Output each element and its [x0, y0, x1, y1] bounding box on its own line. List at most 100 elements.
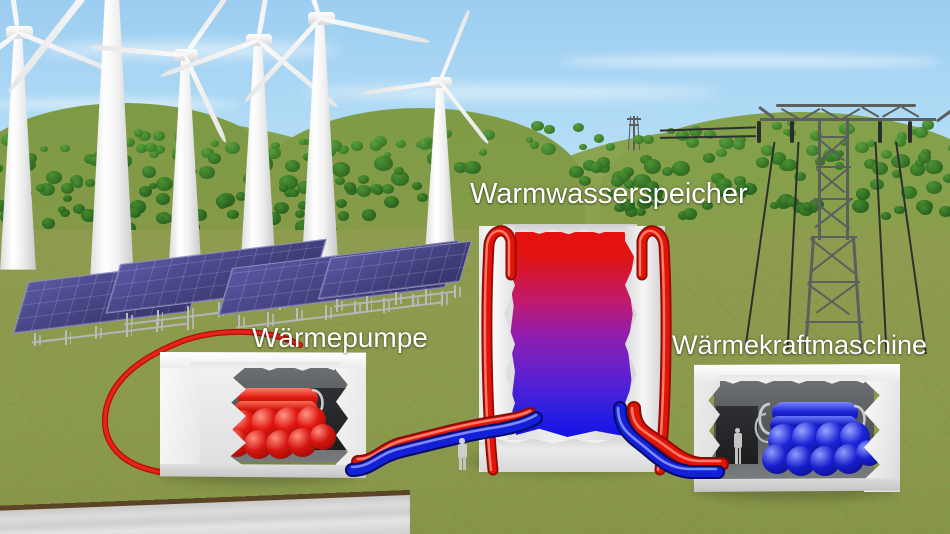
- tree: [688, 126, 702, 137]
- tree: [483, 130, 495, 140]
- tree: [156, 177, 173, 192]
- tree: [351, 141, 363, 152]
- tree: [81, 209, 97, 222]
- insulator-icon: [878, 121, 882, 143]
- tree: [145, 142, 157, 153]
- tree: [917, 152, 931, 163]
- tree: [654, 197, 665, 206]
- tree: [942, 173, 950, 184]
- pipe-run-left: [345, 407, 543, 477]
- tree: [40, 145, 49, 153]
- tree: [335, 198, 348, 209]
- tree: [89, 155, 103, 167]
- tree: [208, 153, 222, 164]
- tree: [60, 144, 70, 153]
- tree: [782, 159, 797, 172]
- tree: [541, 143, 556, 155]
- tree: [772, 121, 782, 130]
- tree: [839, 139, 848, 146]
- tree: [369, 140, 383, 151]
- power-cable-red: [102, 328, 303, 475]
- tree: [327, 140, 342, 152]
- tree: [124, 137, 136, 148]
- tree: [141, 166, 157, 179]
- label-heat-engine: Wärmekraftmaschine: [672, 330, 928, 360]
- tree: [578, 143, 587, 151]
- tree: [279, 184, 289, 192]
- tree: [625, 206, 639, 218]
- tree: [289, 188, 300, 197]
- tree: [41, 217, 56, 229]
- tree: [637, 197, 652, 209]
- tree: [925, 180, 942, 194]
- solar-array: [317, 240, 472, 320]
- person-figure: [455, 438, 469, 470]
- tree: [893, 137, 906, 148]
- tree: [454, 162, 467, 173]
- cloud: [560, 54, 940, 68]
- tree: [737, 191, 746, 199]
- tree: [273, 201, 289, 214]
- tree: [153, 131, 165, 141]
- tree: [863, 158, 877, 170]
- label-heat-pump: Wärmepumpe: [252, 322, 428, 353]
- tree: [416, 192, 428, 202]
- tree: [1, 135, 15, 146]
- tree: [786, 196, 800, 208]
- tree: [801, 201, 813, 211]
- heat-pump-building: [160, 352, 366, 478]
- tree: [417, 138, 432, 150]
- solar-array: [217, 240, 459, 336]
- tree: [427, 142, 437, 150]
- tree: [616, 169, 631, 181]
- tree: [343, 182, 357, 193]
- tree: [761, 145, 774, 156]
- tree: [271, 141, 281, 150]
- tree: [733, 176, 746, 187]
- insulator-icon: [908, 121, 912, 143]
- transmission-pylon: [742, 96, 950, 358]
- tree: [155, 193, 171, 206]
- tree: [372, 187, 383, 196]
- pressure-sphere: [310, 424, 336, 450]
- tree: [851, 199, 869, 213]
- tree: [138, 130, 151, 141]
- tree: [589, 162, 604, 174]
- tree: [331, 161, 351, 177]
- tree: [633, 134, 644, 144]
- tree: [623, 179, 636, 190]
- tree: [0, 199, 8, 211]
- tree: [303, 152, 313, 161]
- wind-turbine-group: [0, 0, 490, 298]
- tree: [685, 136, 700, 148]
- turbine-blade: [319, 15, 431, 44]
- tree: [947, 144, 950, 152]
- tree: [394, 166, 404, 175]
- tree: [881, 211, 891, 220]
- turbine-tower: [168, 60, 202, 271]
- tree: [702, 201, 714, 211]
- person-figure: [732, 428, 744, 464]
- tree: [128, 207, 142, 218]
- turbine-tower: [425, 86, 455, 252]
- tree: [356, 184, 372, 197]
- tree: [596, 156, 611, 168]
- tree: [357, 175, 369, 185]
- tree: [582, 160, 597, 172]
- tree: [390, 171, 409, 187]
- tree: [662, 167, 674, 176]
- tree: [856, 188, 871, 200]
- wind-turbine: [0, 0, 123, 270]
- tree: [383, 151, 391, 158]
- tree: [783, 128, 791, 135]
- tree: [441, 129, 453, 139]
- tree: [855, 141, 870, 154]
- tree: [614, 203, 625, 213]
- tree: [913, 126, 928, 139]
- tree: [525, 137, 534, 144]
- tree: [149, 182, 158, 190]
- tree: [60, 209, 71, 218]
- tree: [915, 158, 926, 168]
- tree: [381, 183, 394, 194]
